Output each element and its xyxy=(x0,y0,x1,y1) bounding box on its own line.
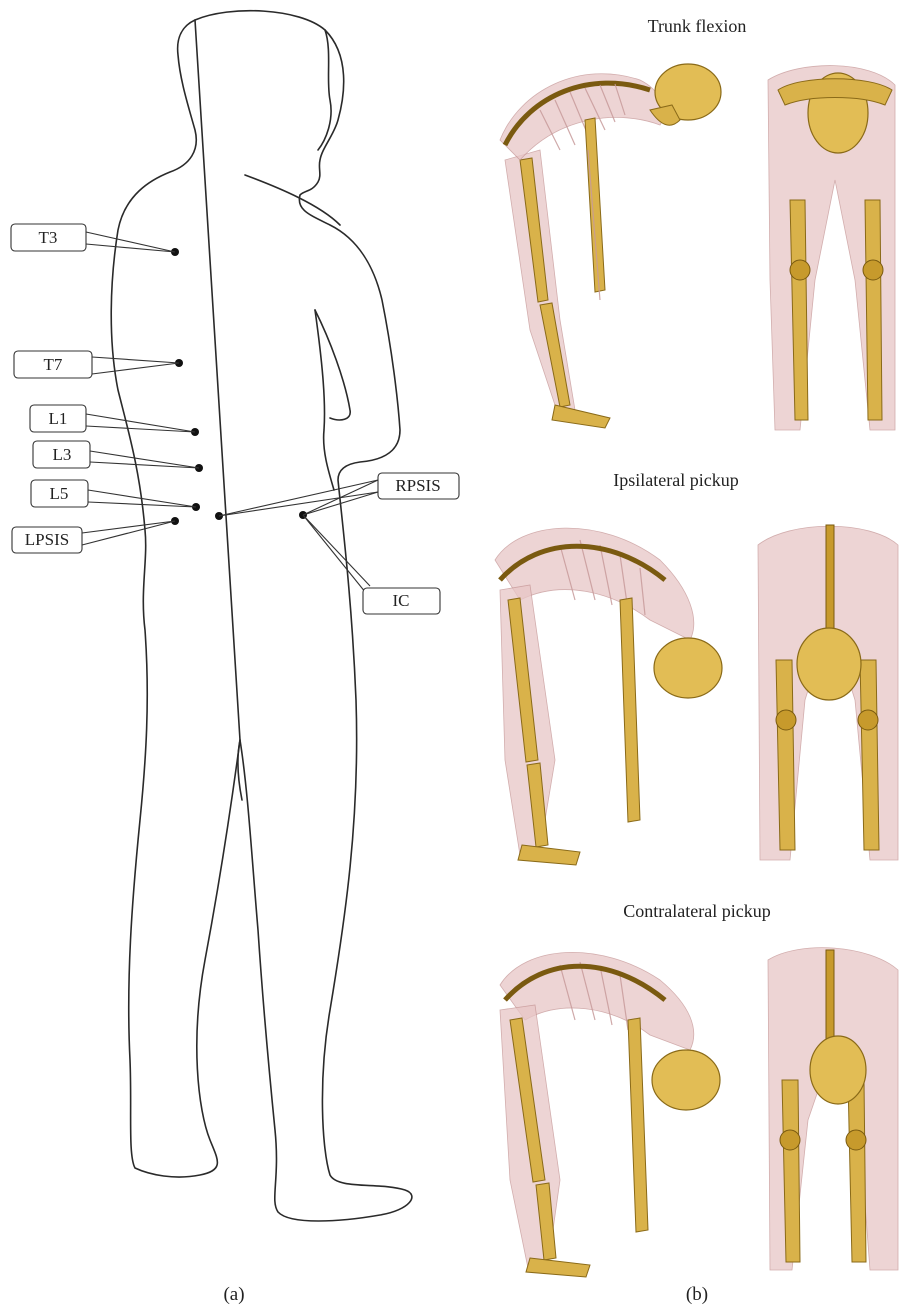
label-t7: T7 xyxy=(44,355,63,374)
label-l1: L1 xyxy=(49,409,68,428)
label-t3: T3 xyxy=(39,228,58,247)
label-l5: L5 xyxy=(50,484,69,503)
task-title-trunk-flexion: Trunk flexion xyxy=(648,16,747,36)
label-l3: L3 xyxy=(53,445,72,464)
callout-l3: L3 xyxy=(33,441,90,468)
panel-a: T3 T7 L1 L3 L5 LPSIS RPSIS IC xyxy=(11,11,459,1305)
model-contralateral-side xyxy=(500,952,720,1277)
callout-lpsis: LPSIS xyxy=(12,527,82,553)
callout-t7: T7 xyxy=(14,351,92,378)
model-trunk-flexion-side xyxy=(500,64,721,428)
model-trunk-flexion-front xyxy=(768,66,895,430)
callout-l1: L1 xyxy=(30,405,86,432)
label-rpsis: RPSIS xyxy=(395,476,440,495)
panel-b-sublabel: (b) xyxy=(686,1284,708,1305)
skull xyxy=(797,628,861,700)
panel-b: Trunk flexion xyxy=(495,16,898,1305)
label-lpsis: LPSIS xyxy=(25,530,69,549)
callout-t3: T3 xyxy=(11,224,86,251)
model-ipsilateral-side xyxy=(495,528,722,865)
skull xyxy=(654,638,722,698)
task-title-ipsilateral-pickup: Ipsilateral pickup xyxy=(613,470,738,490)
model-contralateral-front xyxy=(768,948,898,1270)
body-outline xyxy=(111,11,412,1221)
label-ic: IC xyxy=(393,591,410,610)
marker-dots xyxy=(171,248,307,525)
panel-a-sublabel: (a) xyxy=(223,1284,244,1305)
skull xyxy=(810,1036,866,1104)
callout-l5: L5 xyxy=(31,480,88,507)
skull xyxy=(652,1050,720,1110)
callout-ic: IC xyxy=(363,588,440,614)
task-title-contralateral-pickup: Contralateral pickup xyxy=(623,901,770,921)
leader-lines xyxy=(82,232,378,598)
model-ipsilateral-front xyxy=(758,525,898,860)
callout-rpsis: RPSIS xyxy=(378,473,459,499)
